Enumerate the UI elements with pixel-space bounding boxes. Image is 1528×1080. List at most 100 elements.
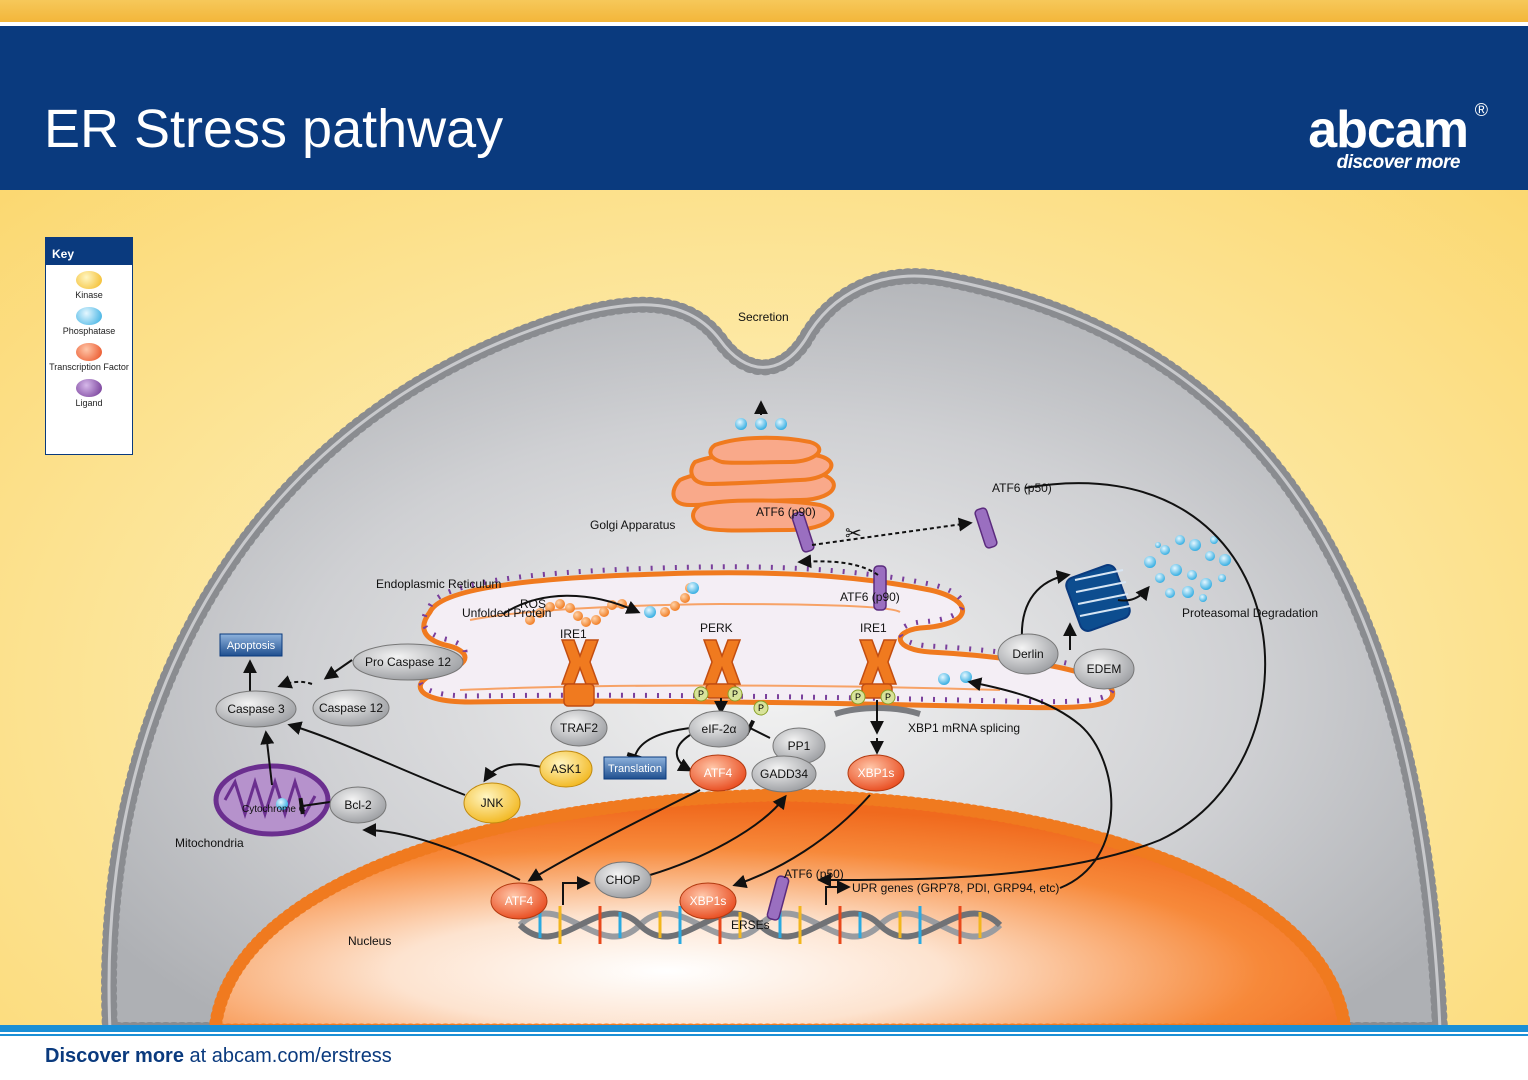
logo-word: abcam bbox=[1308, 101, 1469, 159]
node-derlin[interactable]: Derlin bbox=[997, 633, 1059, 675]
node-edem[interactable]: EDEM bbox=[1073, 648, 1135, 690]
legend-key: Key Kinase Phosphatase Transcription Fac… bbox=[45, 237, 133, 455]
svg-text:ASK1: ASK1 bbox=[551, 762, 582, 776]
cytochrome-c-label: Cytochrome C bbox=[242, 804, 306, 815]
mitochondria bbox=[213, 763, 331, 837]
svg-text:Derlin: Derlin bbox=[1012, 647, 1043, 661]
legend-item-kinase: Kinase bbox=[46, 271, 132, 301]
svg-text:Apoptosis: Apoptosis bbox=[227, 640, 276, 652]
upr-genes-label: UPR genes (GRP78, PDI, GRP94, etc) bbox=[852, 881, 1059, 895]
translation-box[interactable]: Translation bbox=[603, 756, 667, 780]
erses-label: ERSEs bbox=[731, 918, 770, 932]
node-bcl2[interactable]: Bcl-2 bbox=[329, 786, 387, 824]
svg-text:GADD34: GADD34 bbox=[760, 767, 808, 781]
ros-label: ROS bbox=[520, 597, 546, 611]
transcription-factor-swatch-icon bbox=[76, 342, 102, 361]
unfolded-protein-chain bbox=[525, 583, 695, 627]
node-caspase-3[interactable]: Caspase 3 bbox=[215, 690, 297, 728]
atf6-p50-top-label: ATF6 (p50) bbox=[992, 481, 1052, 495]
pathway-svg: ✂ P P P P P Pro Caspase 12 Caspase 3 Cas… bbox=[101, 268, 1448, 1025]
legend-item-phosphatase: Phosphatase bbox=[46, 306, 132, 337]
svg-text:XBP1s: XBP1s bbox=[690, 894, 727, 908]
mitochondria-label: Mitochondria bbox=[175, 836, 244, 850]
node-ask1[interactable]: ASK1 bbox=[539, 750, 593, 788]
ligand-swatch-icon bbox=[76, 378, 102, 397]
node-chop[interactable]: CHOP bbox=[594, 861, 652, 899]
svg-text:Translation: Translation bbox=[608, 763, 662, 775]
top-stripe bbox=[0, 0, 1528, 22]
ire1-left-label: IRE1 bbox=[560, 627, 587, 641]
node-jnk[interactable]: JNK bbox=[463, 782, 521, 824]
nucleus-label: Nucleus bbox=[348, 934, 391, 948]
footer-rule-thin bbox=[0, 1034, 1528, 1036]
svg-text:ATF4: ATF4 bbox=[704, 766, 733, 780]
footer-link[interactable]: Discover more at abcam.com/erstress bbox=[45, 1045, 392, 1067]
peptide-fragments bbox=[1144, 535, 1231, 602]
phosphatase-dot bbox=[938, 673, 950, 685]
svg-text:Pro Caspase 12: Pro Caspase 12 bbox=[365, 655, 451, 669]
pathway-arrows bbox=[243, 400, 1267, 905]
abcam-logo[interactable]: abcam ® discover more bbox=[1308, 100, 1488, 174]
atf6-p50-rod bbox=[974, 507, 998, 549]
phosphatase-dot bbox=[687, 582, 699, 594]
svg-text:EDEM: EDEM bbox=[1087, 662, 1122, 676]
pathway-diagram: ✂ P P P P P Pro Caspase 12 Caspase 3 Cas… bbox=[0, 190, 1528, 1025]
atf6-p90-golgi-label: ATF6 (p90) bbox=[756, 505, 816, 519]
kinase-swatch-icon bbox=[76, 271, 102, 289]
svg-text:ATF4: ATF4 bbox=[505, 894, 534, 908]
ire1-right-label: IRE1 bbox=[860, 621, 887, 635]
svg-text:TRAF2: TRAF2 bbox=[560, 721, 598, 735]
er-label: Endoplasmic Reticulum bbox=[376, 577, 501, 591]
unfolded-protein-label: Unfolded Protein bbox=[462, 606, 551, 620]
node-eif2a[interactable]: eIF-2α bbox=[688, 710, 750, 748]
svg-text:Bcl-2: Bcl-2 bbox=[344, 798, 372, 812]
xbp1-splicing-label: XBP1 mRNA splicing bbox=[908, 721, 1020, 735]
scissors-icon: ✂ bbox=[845, 523, 862, 545]
logo-tagline: discover more bbox=[1336, 152, 1461, 173]
legend-item-transcription-factor: Transcription Factor bbox=[46, 342, 132, 373]
phosphatase-swatch-icon bbox=[76, 306, 102, 325]
atf6-er-rod bbox=[873, 565, 887, 611]
page-title: ER Stress pathway bbox=[44, 99, 504, 159]
node-atf4-nucleus[interactable]: ATF4 bbox=[490, 882, 548, 920]
svg-text:CHOP: CHOP bbox=[606, 873, 641, 887]
secretory-vesicles bbox=[735, 418, 787, 430]
node-pp1[interactable]: PP1 bbox=[772, 727, 826, 765]
phospho-marker: P bbox=[855, 692, 861, 702]
atf6-p50-nucleus-label: ATF6 (p50) bbox=[784, 867, 844, 881]
header-banner: ER Stress pathway abcam ® discover more bbox=[0, 22, 1528, 190]
dna-helix bbox=[517, 906, 1003, 944]
svg-text:PP1: PP1 bbox=[788, 739, 811, 753]
phosphatase-dot bbox=[644, 606, 656, 618]
phospho-marker: P bbox=[885, 692, 891, 702]
node-caspase-12[interactable]: Caspase 12 bbox=[312, 689, 390, 727]
phospho-marker: P bbox=[732, 689, 738, 699]
atf6-p90-er-label: ATF6 (p90) bbox=[840, 590, 900, 604]
perk-label: PERK bbox=[700, 621, 733, 635]
svg-text:Caspase 3: Caspase 3 bbox=[227, 702, 285, 716]
legend-title: Key bbox=[46, 238, 132, 265]
node-atf4-cytoplasm[interactable]: ATF4 bbox=[689, 754, 747, 792]
phospho-marker: P bbox=[698, 689, 704, 699]
apoptosis-box[interactable]: Apoptosis bbox=[219, 633, 283, 657]
proteasomal-degradation-label: Proteasomal Degradation bbox=[1182, 606, 1318, 620]
node-traf2[interactable]: TRAF2 bbox=[550, 709, 608, 747]
ire1-left-receptor bbox=[560, 639, 600, 707]
atf6-nucleus-rod bbox=[766, 875, 790, 921]
svg-text:XBP1s: XBP1s bbox=[858, 766, 895, 780]
secretion-label: Secretion bbox=[738, 310, 789, 324]
node-xbp1s-cytoplasm[interactable]: XBP1s bbox=[847, 754, 905, 792]
footer-rule bbox=[0, 1025, 1528, 1032]
node-gadd34[interactable]: GADD34 bbox=[751, 755, 817, 793]
svg-text:JNK: JNK bbox=[481, 796, 504, 810]
proteasome bbox=[1065, 564, 1131, 632]
node-pro-caspase-12[interactable]: Pro Caspase 12 bbox=[352, 643, 464, 681]
perk-receptor bbox=[702, 639, 742, 699]
phospho-marker: P bbox=[758, 703, 764, 713]
atf6-golgi-rod bbox=[791, 511, 815, 553]
svg-text:eIF-2α: eIF-2α bbox=[702, 722, 737, 736]
logo-registered: ® bbox=[1474, 100, 1488, 120]
golgi-label: Golgi Apparatus bbox=[590, 518, 675, 532]
legend-item-ligand: Ligand bbox=[46, 378, 132, 409]
node-xbp1s-nucleus[interactable]: XBP1s bbox=[679, 882, 737, 920]
